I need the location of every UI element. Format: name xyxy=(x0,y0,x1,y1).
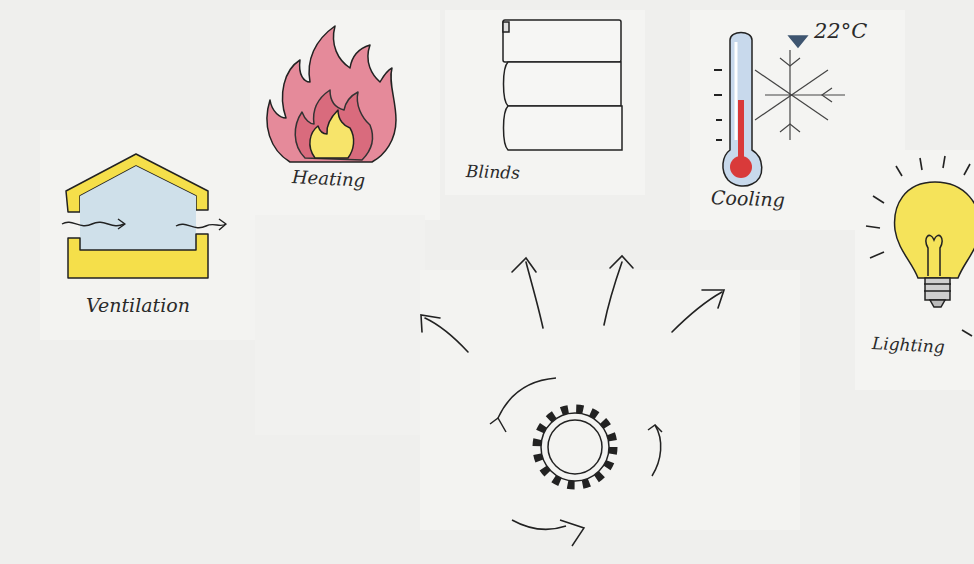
flame-icon xyxy=(267,26,396,162)
radiating-arrows xyxy=(421,256,724,352)
blinds-label: Blinds xyxy=(466,160,521,184)
temperature-setpoint: 22°C xyxy=(814,20,867,42)
heating-label: Heating xyxy=(291,166,365,192)
control-gear xyxy=(490,378,662,546)
blinds-icon xyxy=(503,20,622,150)
paper-patches xyxy=(40,10,974,530)
ventilation-icon xyxy=(62,154,226,278)
thermometer-icon xyxy=(714,33,845,187)
ventilation-label: Ventilation xyxy=(86,294,190,316)
cooling-label: Cooling xyxy=(711,186,786,211)
bulb-icon xyxy=(866,156,974,336)
lighting-label: Lighting xyxy=(871,332,945,358)
